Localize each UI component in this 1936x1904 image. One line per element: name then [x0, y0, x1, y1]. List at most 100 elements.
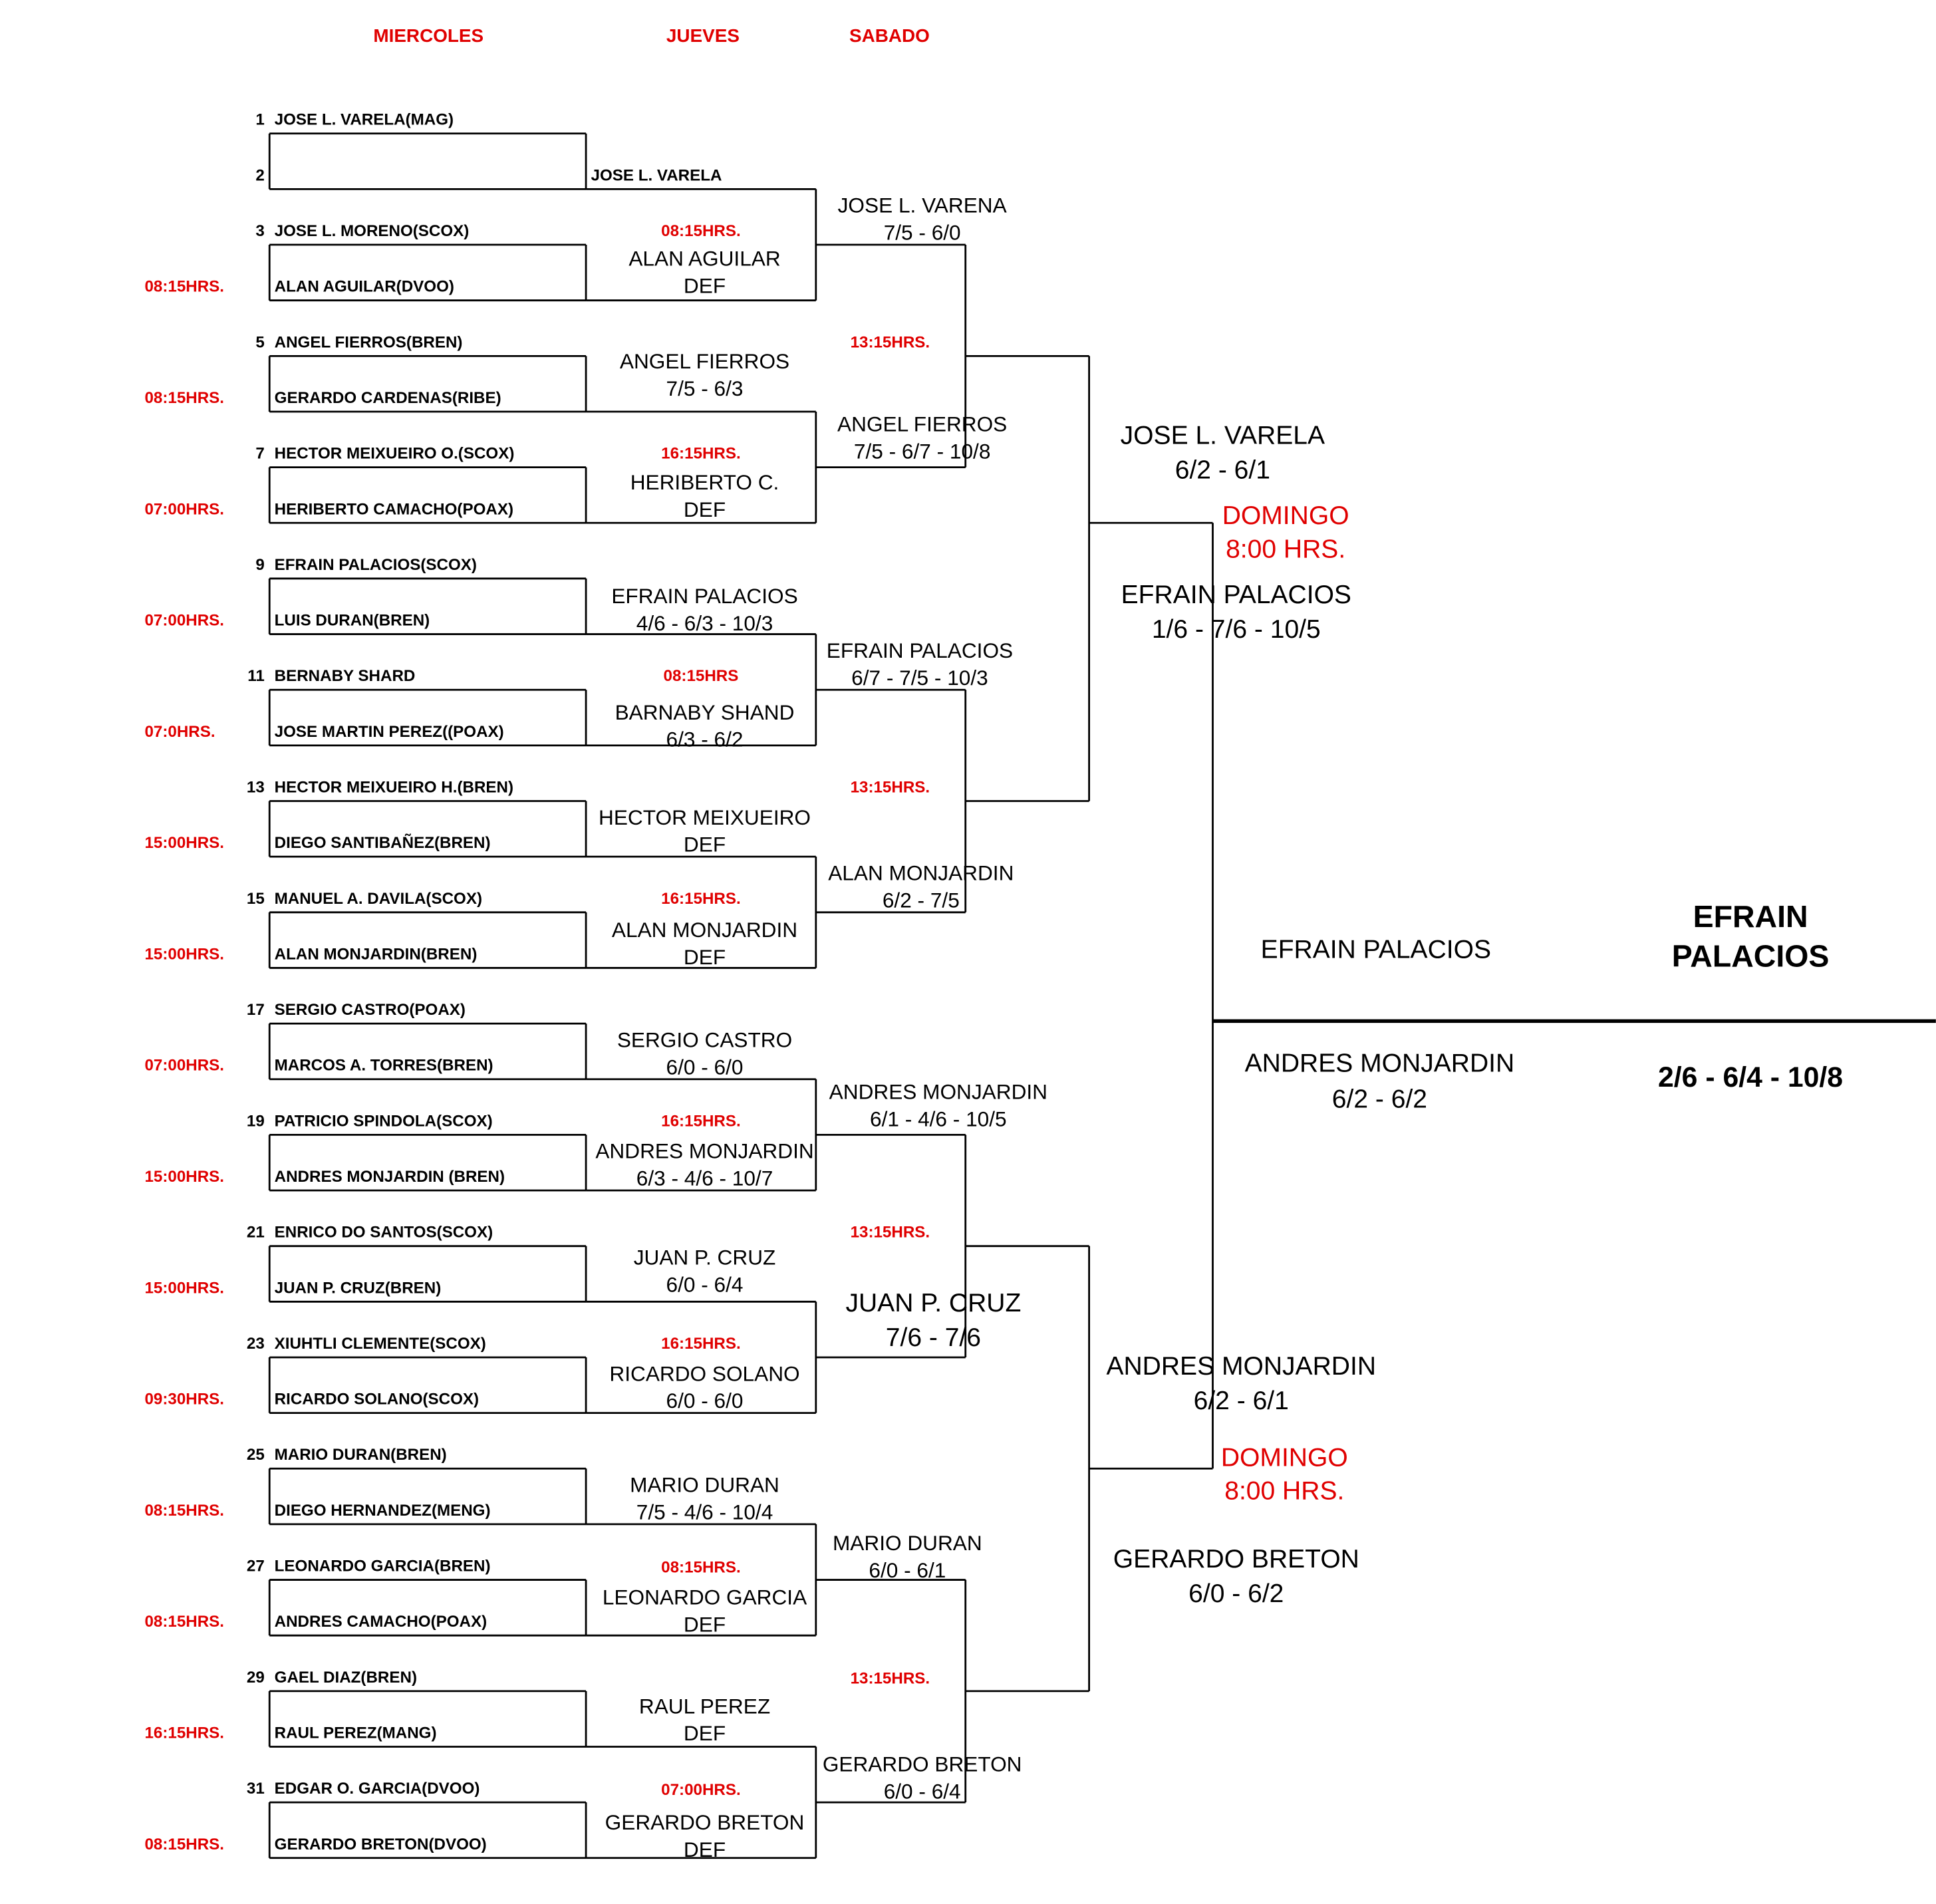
player-name: GERARDO CARDENAS(RIBE)	[274, 388, 501, 407]
player-name: EFRAIN PALACIOS(SCOX)	[274, 555, 477, 574]
sunday-bottom-day: DOMINGO	[1220, 1444, 1348, 1472]
player-name: SERGIO CASTRO(POAX)	[274, 1000, 466, 1019]
quarterfinal-winner-result: 6/2 - 7/5	[882, 888, 960, 912]
winner-result: 7/5 - 6/3	[666, 376, 744, 401]
seed-number: 27	[246, 1556, 265, 1575]
player-name: ANDRES MONJARDIN (BREN)	[274, 1166, 505, 1186]
sunday-top-time: 8:00 HRS.	[1226, 535, 1346, 564]
winner-name: LEONARDO GARCIA	[602, 1585, 807, 1610]
winner-name: ALAN MONJARDIN	[611, 918, 798, 942]
semifinal-third-name: ANDRES MONJARDIN	[1106, 1352, 1377, 1381]
player-name: ANDRES CAMACHO(POAX)	[274, 1611, 487, 1631]
match-time-wednesday: 08:15HRS.	[144, 277, 225, 296]
player-name: JOSE L. MORENO(SCOX)	[274, 221, 470, 240]
seed-number: 25	[246, 1444, 265, 1464]
winner-result: DEF	[683, 498, 726, 522]
match-time-thursday: 08:15HRS	[663, 666, 739, 685]
quarterfinal-winner-result: 6/7 - 7/5 - 10/3	[851, 666, 988, 690]
seed-number: 17	[246, 1000, 265, 1019]
player-name: GAEL DIAZ(BREN)	[274, 1667, 417, 1687]
player-name: LEONARDO GARCIA(BREN)	[274, 1556, 491, 1575]
sunday-top-day: DOMINGO	[1222, 501, 1349, 531]
match-time-thursday: 08:15HRS.	[661, 221, 741, 240]
player-name: DIEGO SANTIBAÑEZ(BREN)	[274, 833, 491, 852]
winner-result: 6/3 - 6/2	[666, 728, 744, 752]
winner-name: JUAN P. CRUZ	[633, 1246, 776, 1270]
quarterfinal-winner-name: EFRAIN PALACIOS	[826, 638, 1014, 663]
player-name: JOSE L. VARELA(MAG)	[274, 110, 454, 129]
match-time-wednesday: 08:15HRS.	[144, 1611, 225, 1631]
final-top-player: EFRAIN PALACIOS	[1260, 936, 1492, 964]
player-name: JUAN P. CRUZ(BREN)	[274, 1278, 442, 1297]
player-name: ALAN MONJARDIN(BREN)	[274, 944, 478, 964]
match-time-wednesday: 07:00HRS.	[144, 1055, 225, 1075]
quarterfinal-winner-name: ALAN MONJARDIN	[828, 861, 1014, 885]
sunday-bottom-time: 8:00 HRS.	[1224, 1477, 1345, 1506]
winner-name: EFRAIN PALACIOS	[611, 585, 798, 609]
semifinal-fourth-name: GERARDO BRETON	[1113, 1545, 1359, 1574]
match-time-wednesday: 15:00HRS.	[144, 1166, 225, 1186]
semifinal-second-name: EFRAIN PALACIOS	[1121, 581, 1351, 610]
winner-result: 6/3 - 4/6 - 10/7	[636, 1166, 773, 1191]
seed-number: 15	[246, 888, 265, 908]
quarterfinal-winner-name: GERARDO BRETON	[822, 1752, 1022, 1777]
winner-name: ANGEL FIERROS	[619, 350, 790, 374]
player-name: JOSE MARTIN PEREZ((POAX)	[274, 722, 504, 741]
player-name: ANGEL FIERROS(BREN)	[274, 333, 463, 351]
semifinal-third-result: 6/2 - 6/1	[1193, 1387, 1289, 1416]
quarterfinal-winner-name: MARIO DURAN	[832, 1532, 982, 1556]
semifinal-fourth-result: 6/0 - 6/2	[1188, 1579, 1284, 1609]
header-miercoles: MIERCOLES	[373, 26, 484, 47]
semifinal-top-winner-name: JOSE L. VARELA	[1120, 421, 1325, 450]
winner-result: DEF	[683, 945, 726, 970]
header-sabado: SABADO	[849, 26, 930, 47]
semifinal-top-winner-result: 6/2 - 6/1	[1175, 456, 1270, 485]
match-time-wednesday: 07:00HRS.	[144, 499, 225, 518]
semifinal-second-result: 1/6 - 7/6 - 10/5	[1151, 615, 1321, 644]
quarterfinal-winner-result: 6/0 - 6/1	[869, 1558, 946, 1583]
final-score: 2/6 - 6/4 - 10/8	[1658, 1060, 1844, 1093]
match-time-wednesday: 15:00HRS.	[144, 944, 225, 964]
winner-name: SERGIO CASTRO	[617, 1028, 793, 1052]
winner-name: BARNABY SHAND	[615, 700, 795, 725]
match-time-wednesday: 09:30HRS.	[144, 1389, 225, 1409]
winner-result: 6/0 - 6/0	[666, 1389, 744, 1413]
match-time-saturday: 13:15HRS.	[850, 1222, 930, 1242]
player-name: PATRICIO SPINDOLA(SCOX)	[274, 1111, 493, 1130]
match-time-wednesday: 07:0HRS.	[144, 722, 215, 741]
winner-name: ALAN AGUILAR	[628, 247, 781, 271]
winner-result: DEF	[683, 1838, 726, 1862]
match-time-wednesday: 08:15HRS.	[144, 388, 225, 407]
player-name: EDGAR O. GARCIA(DVOO)	[274, 1778, 480, 1798]
match-time-thursday: 16:15HRS.	[661, 444, 741, 463]
final-bottom-player: ANDRES MONJARDIN	[1244, 1049, 1515, 1078]
player-name: XIUHTLI CLEMENTE(SCOX)	[274, 1333, 486, 1353]
seed-number: 29	[246, 1667, 265, 1687]
seed-number: 3	[255, 221, 265, 240]
winner-name: GERARDO BRETON	[605, 1811, 805, 1835]
match-time-wednesday: 07:00HRS.	[144, 611, 225, 630]
winner-result: 6/0 - 6/0	[666, 1055, 744, 1079]
match-time-thursday: 16:15HRS.	[661, 1111, 741, 1130]
player-name: MARIO DURAN(BREN)	[274, 1444, 447, 1464]
match-time-thursday: 16:15HRS.	[661, 1333, 741, 1353]
match-time-wednesday: 15:00HRS.	[144, 1278, 225, 1297]
player-name: HERIBERTO CAMACHO(POAX)	[274, 499, 514, 518]
match-time-wednesday: 08:15HRS.	[144, 1834, 225, 1853]
winner-result: DEF	[683, 833, 726, 857]
player-name: RICARDO SOLANO(SCOX)	[274, 1389, 480, 1409]
seed-number: 31	[246, 1778, 265, 1798]
seed-number: 9	[255, 555, 265, 574]
winner-name: RICARDO SOLANO	[609, 1362, 800, 1386]
winner-name: HERIBERTO C.	[630, 471, 779, 495]
match-time-thursday: 16:15HRS.	[661, 888, 741, 908]
winner-result: DEF	[683, 1722, 726, 1746]
match-time-wednesday: 08:15HRS.	[144, 1500, 225, 1520]
player-name: MANUEL A. DAVILA(SCOX)	[274, 888, 483, 908]
final-bottom-result: 6/2 - 6/2	[1331, 1085, 1428, 1114]
winner-result: 4/6 - 6/3 - 10/3	[636, 612, 773, 636]
winner-result: 6/0 - 6/4	[666, 1273, 744, 1297]
winner-result: DEF	[683, 274, 726, 298]
